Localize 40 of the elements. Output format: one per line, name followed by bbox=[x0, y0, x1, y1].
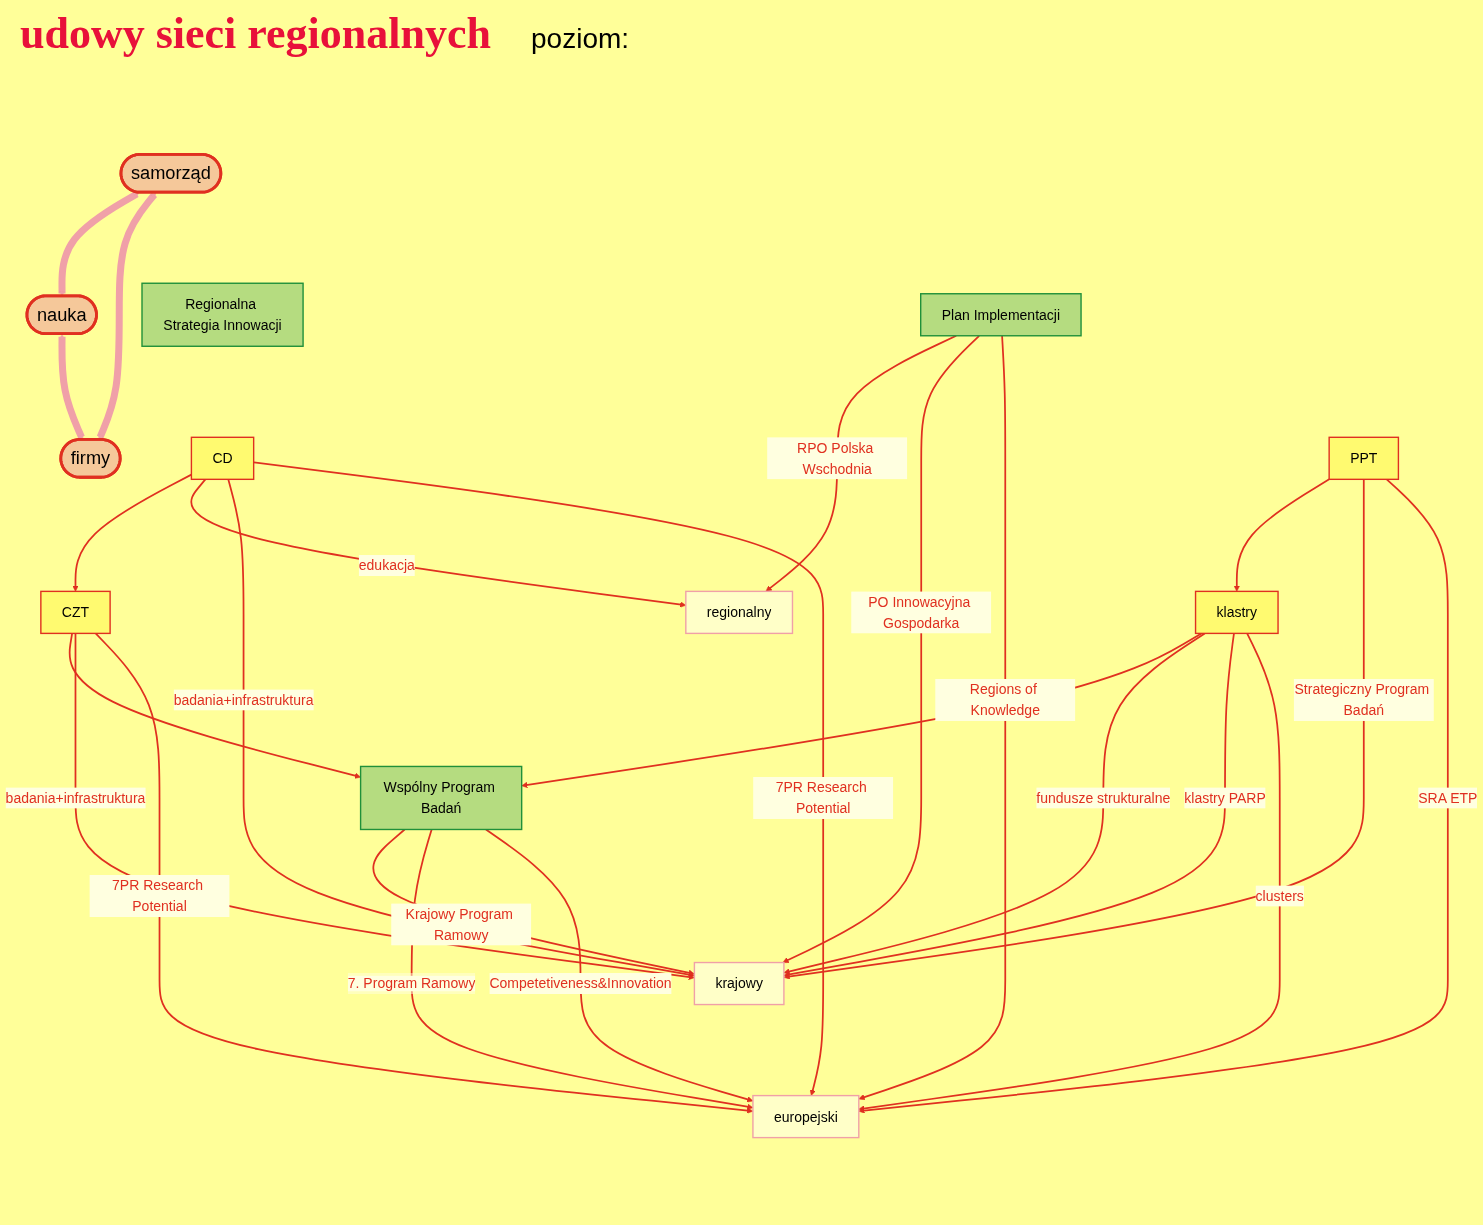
node-box: Regionalna Strategia Innowacji bbox=[141, 282, 304, 347]
edge-label: 7. Program Ramowy bbox=[347, 975, 476, 992]
arrow bbox=[68, 632, 361, 779]
node-box: krajowy bbox=[693, 961, 785, 1006]
arrow bbox=[372, 828, 695, 976]
arrow bbox=[782, 334, 981, 963]
node-box: CD bbox=[190, 436, 255, 481]
edge-label: badania+infrastruktura bbox=[173, 692, 314, 708]
edge-label: badania+infrastruktura bbox=[5, 790, 146, 806]
node-box: regionalny bbox=[685, 590, 794, 635]
edge-label: fundusze strukturalne bbox=[1036, 790, 1171, 806]
edge-label: edukacja bbox=[358, 557, 415, 574]
arrow bbox=[1233, 478, 1331, 592]
arrow bbox=[783, 478, 1365, 980]
arrow bbox=[858, 632, 1281, 1112]
edge-label: SRA ETP bbox=[1418, 790, 1478, 806]
edge-label: PO Innowacyjna Gospodarka bbox=[868, 594, 971, 631]
node-box: CZT bbox=[40, 590, 111, 635]
arrow bbox=[96, 192, 158, 441]
arrow bbox=[858, 334, 1007, 1101]
edge-label: 7PR Research Potential bbox=[775, 779, 867, 817]
arrow bbox=[58, 334, 85, 441]
arrow bbox=[765, 334, 958, 592]
node-box: Wspólny Program Badań bbox=[359, 765, 523, 831]
node-box: europejski bbox=[752, 1094, 860, 1139]
edge-label: Competetiveness&Innovation bbox=[489, 975, 672, 992]
node-box: PPT bbox=[1328, 436, 1400, 481]
edge-label: klastry PARP bbox=[1184, 790, 1266, 806]
edge-label: Regions of Knowledge bbox=[969, 681, 1040, 719]
title: udowy sieci regionalnych bbox=[20, 8, 491, 59]
edge-label: Krajowy Program Ramowy bbox=[405, 906, 513, 943]
edge-label: 7PR Research Potential bbox=[112, 877, 204, 915]
node-box: klastry bbox=[1194, 590, 1279, 635]
node-box: Plan Implementacji bbox=[920, 293, 1082, 337]
edge-label: clusters bbox=[1255, 888, 1304, 904]
edge-label: Strategiczny Program Badań bbox=[1294, 681, 1430, 719]
arrow bbox=[858, 478, 1449, 1114]
note-label: poziom: bbox=[531, 23, 630, 55]
edge-label: RPO Polska Wschodnia bbox=[797, 440, 874, 477]
arrow bbox=[58, 190, 140, 297]
